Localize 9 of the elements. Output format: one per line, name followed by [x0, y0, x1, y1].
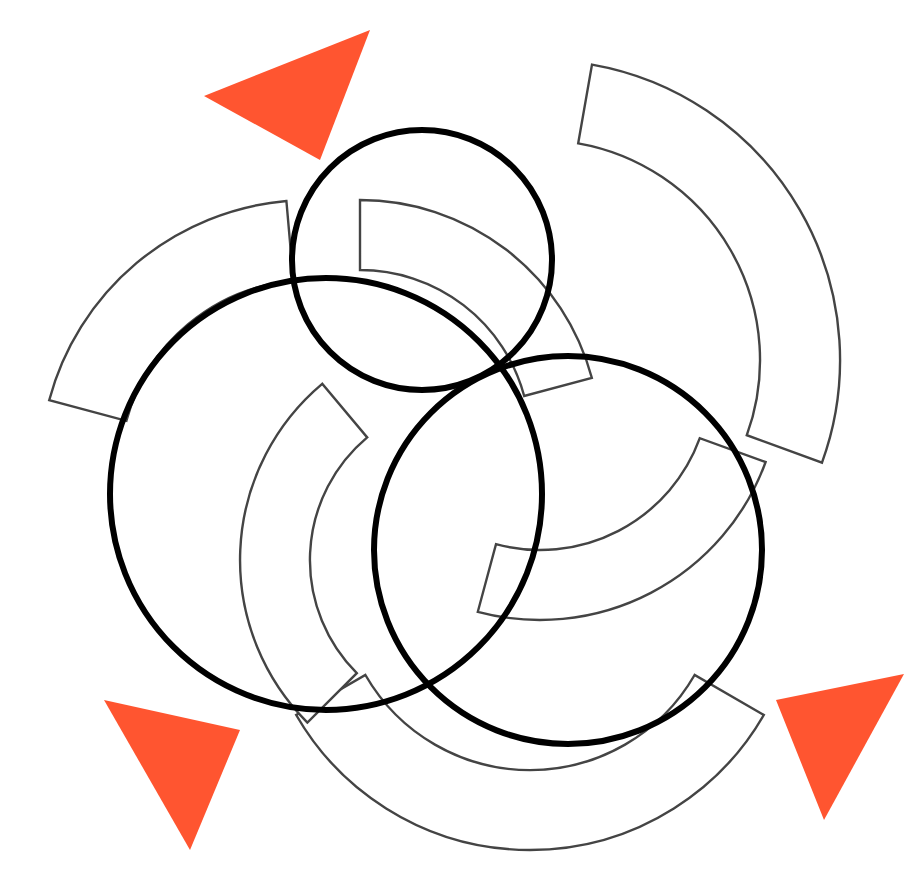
- arc-band: [48, 199, 295, 422]
- circle-outline: [289, 127, 555, 393]
- triangle-marker: [104, 700, 240, 850]
- triangle-marker: [204, 30, 370, 160]
- triangle-marker: [776, 674, 904, 820]
- arc-band: [295, 673, 765, 851]
- circle-outline: [371, 353, 765, 747]
- circle-outline: [107, 275, 545, 713]
- arc-band: [358, 198, 593, 398]
